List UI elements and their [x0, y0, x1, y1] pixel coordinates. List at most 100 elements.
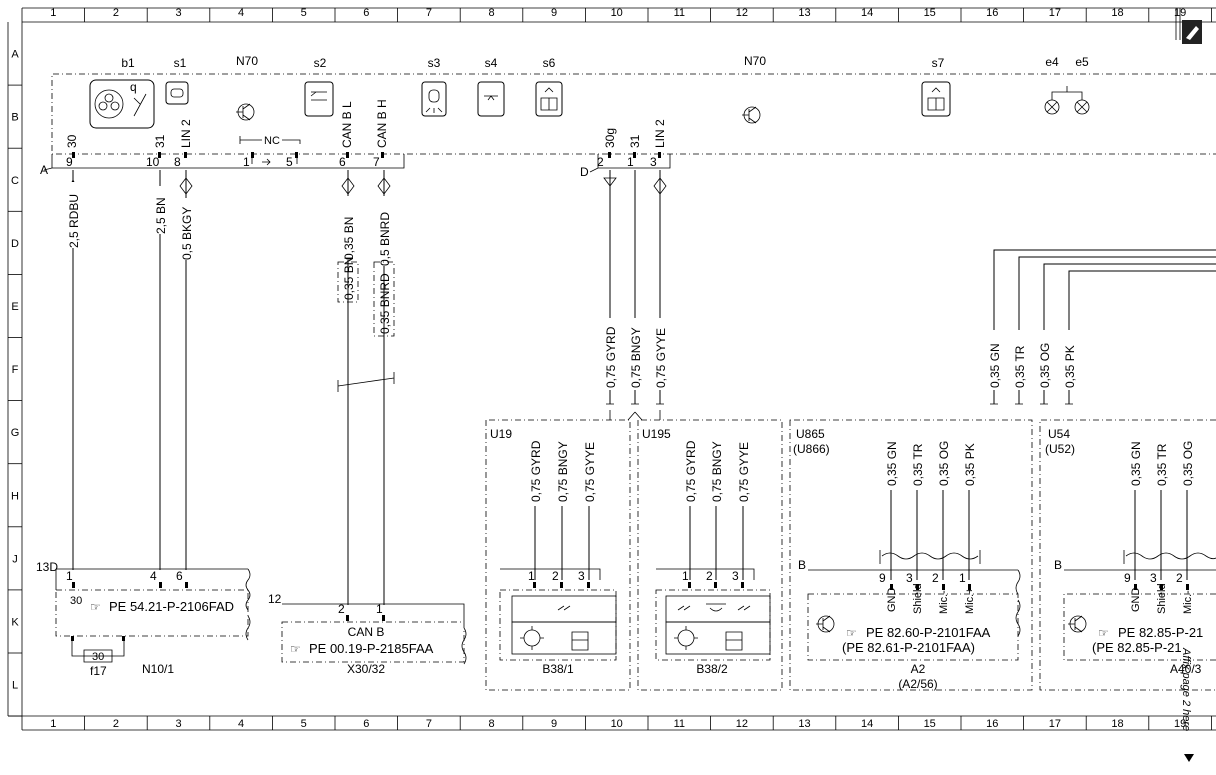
- label-s2: s2: [314, 56, 327, 70]
- label-s7: s7: [932, 56, 945, 70]
- u195-pin-3: 3: [732, 569, 739, 583]
- u865-term-gnd: GND: [886, 588, 898, 613]
- wire-0-75-bngy: 0,75 BNGY: [629, 327, 643, 388]
- connector-d-label: D: [580, 165, 589, 179]
- conn-a-pin-9: 9: [66, 155, 73, 169]
- wire-0-35-og: 0,35 OG: [1038, 343, 1052, 388]
- n10-name: N10/1: [142, 662, 174, 676]
- u54-wire-gn: 0,35 GN: [1129, 441, 1143, 486]
- wire-2-5-rdbu: 2,5 RDBU: [67, 194, 81, 248]
- column-label: 19: [1174, 7, 1186, 19]
- u54-pointer-icon: ☞: [1098, 626, 1109, 640]
- row-label: J: [12, 553, 18, 565]
- n10-connector-13d: 13D: [36, 560, 58, 574]
- conn-a-term-lin2: LIN 2: [179, 119, 193, 148]
- u865-code-alt: (U866): [793, 442, 830, 456]
- connector-a: A 9 10 8 1 5 6 7 30 31 LIN 2 CAN B L CAN…: [40, 99, 405, 177]
- a2-name: A2: [911, 662, 926, 676]
- row-label: H: [11, 490, 19, 502]
- wire-0-35-bnrd: 0,35 BNRD: [378, 273, 392, 334]
- a2-name-alt: (A2/56): [898, 677, 937, 691]
- u865-ref2: (PE 82.61-P-2101FAA): [842, 640, 975, 655]
- u19-pin-1: 1: [528, 569, 535, 583]
- conn-a-pin-1: 1: [243, 155, 250, 169]
- row-label: C: [11, 175, 19, 187]
- column-label: 12: [736, 718, 748, 730]
- s4-switch-symbol: [477, 81, 505, 117]
- column-label: 9: [551, 7, 557, 19]
- wire-0-75-gyye: 0,75 GYYE: [654, 328, 668, 388]
- e4-e5-lamp-symbols: [1044, 86, 1090, 115]
- column-label: 14: [861, 718, 873, 730]
- u865-pin-1: 1: [959, 571, 966, 585]
- x30-pointer-icon: ☞: [290, 642, 301, 656]
- u54-term-gnd: GND: [1130, 588, 1142, 613]
- u54-pin-9: 9: [1124, 571, 1131, 585]
- u195-pin-2: 2: [706, 569, 713, 583]
- n10-pin-1: 1: [66, 569, 73, 583]
- u195-code: U195: [642, 427, 671, 441]
- column-label: 18: [1111, 718, 1123, 730]
- fuse-30: 30: [92, 651, 104, 663]
- u54-wire-og: 0,35 OG: [1181, 441, 1195, 486]
- column-label: 19: [1174, 718, 1186, 730]
- column-label: 13: [798, 7, 810, 19]
- row-label: D: [11, 238, 19, 250]
- u865-code: U865: [796, 427, 825, 441]
- conn-a-pin-10: 10: [146, 155, 160, 169]
- u195-pin-1: 1: [682, 569, 689, 583]
- u54-code-alt: (U52): [1045, 442, 1075, 456]
- u54-connector-b: B: [1054, 558, 1062, 572]
- column-label: 5: [301, 718, 307, 730]
- column-label: 11: [674, 7, 685, 19]
- n10-pointer-icon: ☞: [90, 600, 101, 614]
- wire-0-5-bnrd: 0,5 BNRD: [378, 212, 392, 266]
- left-wires: 2,5 RDBU 2,5 BN 0,5 BKGY 0,35 BN 0,35 BN…: [66, 170, 395, 605]
- wire-2-5-bn: 2,5 BN: [154, 197, 168, 234]
- column-label: 3: [175, 7, 181, 19]
- conn-d-term-31: 31: [628, 134, 642, 148]
- column-label: 5: [301, 7, 307, 19]
- column-label: 13: [798, 718, 810, 730]
- column-label: 17: [1049, 7, 1061, 19]
- column-label: 4: [238, 718, 244, 730]
- s7-switch-symbol: [921, 81, 951, 117]
- x30-connector-12: 12: [268, 592, 282, 606]
- page-corner-icon: [1182, 20, 1202, 44]
- u865-pointer-icon: ☞: [846, 626, 857, 640]
- column-label: 10: [611, 7, 623, 19]
- n70b-transistor-icon: [742, 106, 761, 124]
- row-label: K: [11, 616, 19, 628]
- conn-a-term-30: 30: [65, 134, 79, 148]
- row-label: A: [11, 49, 19, 61]
- label-s1: s1: [174, 56, 187, 70]
- u865-wire-og: 0,35 OG: [937, 441, 951, 486]
- u195-group: U195 0,75 GYRD 0,75 BNGY 0,75 GYYE 1 2 3…: [637, 419, 783, 691]
- label-e5: e5: [1075, 55, 1089, 69]
- column-label: 1: [50, 718, 56, 730]
- column-label: 14: [861, 7, 873, 19]
- wire-0-5-bkgy: 0,5 BKGY: [180, 207, 194, 260]
- a40-3-name: A40/3: [1170, 662, 1202, 676]
- u54-term-mic-minus: Mic.-: [1182, 590, 1194, 614]
- u865-pin-2: 2: [932, 571, 939, 585]
- u865-wire-tr: 0,35 TR: [911, 443, 925, 486]
- conn-d-pin-3: 3: [650, 155, 657, 169]
- wire-0-35-pk: 0,35 PK: [1063, 345, 1077, 388]
- column-label: 16: [986, 718, 998, 730]
- row-label: L: [12, 680, 18, 692]
- label-e4: e4: [1045, 55, 1059, 69]
- column-label: 3: [175, 718, 181, 730]
- column-label: 2: [113, 718, 119, 730]
- u19-pin-2: 2: [552, 569, 559, 583]
- u19-group: U19 0,75 GYRD 0,75 BNGY 0,75 GYYE 1 2 3 …: [485, 419, 631, 691]
- label-b1: b1: [121, 56, 135, 70]
- top-component-labels: b1 s1 N70 s2 s3 s4 s6 N70 s7 e4 e5: [121, 54, 1089, 70]
- label-s3: s3: [428, 56, 441, 70]
- u865-term-shield: Shield: [912, 583, 924, 614]
- column-label: 11: [674, 718, 685, 730]
- conn-d-term-lin2: LIN 2: [653, 119, 667, 148]
- label-s6: s6: [543, 56, 556, 70]
- u54-pin-3: 3: [1150, 571, 1157, 585]
